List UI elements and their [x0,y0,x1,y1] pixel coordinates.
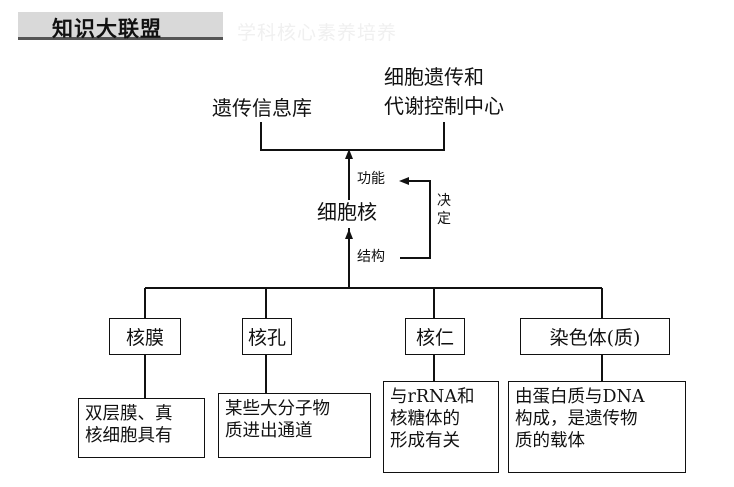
desc-nucleolus: 与rRNA和 核糖体的 形成有关 [383,381,499,473]
component-label: 核孔 [247,327,286,349]
desc-line: 质的载体 [515,431,585,452]
desc-line: 某些大分子物 [225,399,330,419]
header-subtitle-faded: 学科核心素养培养 [237,22,398,44]
function-label: 功能 [357,171,385,187]
desc-line: 核糖体的 [390,409,460,430]
desc-line: 质进出通道 [225,421,313,442]
header-title: 知识大联盟 [52,17,162,41]
desc-line: 双层膜、真 [85,404,173,424]
component-label: 染色体(质) [549,327,641,349]
top-right-line1: 细胞遗传和 [384,65,484,89]
component-label: 核仁 [415,327,454,349]
component-nuclear-pore: 核孔 [242,318,292,355]
desc-line: 形成有关 [390,431,460,452]
desc-nuclear-pore: 某些大分子物 质进出通道 [218,393,371,458]
desc-line: 构成，是遗传物 [515,409,638,430]
decide-label: 决定 [437,193,451,227]
desc-chromatin: 由蛋白质与DNA 构成，是遗传物 质的载体 [508,381,686,473]
component-chromatin: 染色体(质) [520,318,670,355]
desc-line: 核细胞具有 [85,426,173,447]
desc-nuclear-envelope: 双层膜、真 核细胞具有 [78,398,205,458]
component-nucleolus: 核仁 [405,318,465,355]
nucleus-label: 细胞核 [317,200,377,224]
top-right-line2: 代谢控制中心 [384,94,504,118]
top-left-label: 遗传信息库 [212,96,312,120]
desc-line: 与rRNA和 [390,387,475,407]
component-label: 核膜 [125,327,164,349]
top-bracket [260,122,445,151]
desc-line: 由蛋白质与DNA [515,387,645,407]
decide-loop [399,177,431,259]
component-nuclear-envelope: 核膜 [109,318,181,355]
structure-label: 结构 [357,249,385,265]
header-banner: 知识大联盟 [18,12,223,41]
